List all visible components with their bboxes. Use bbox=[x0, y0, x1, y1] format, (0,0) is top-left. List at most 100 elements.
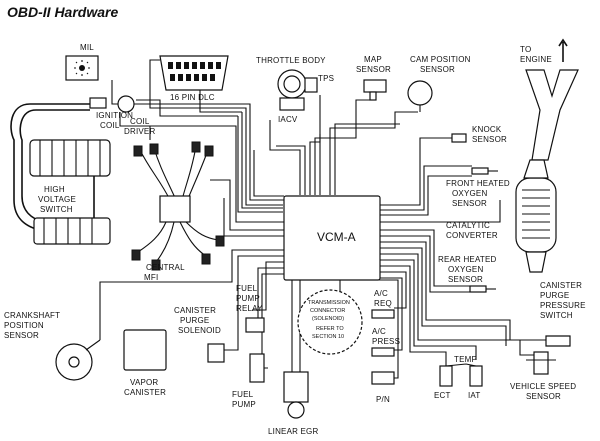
cat-label-1: CATALYTIC bbox=[446, 221, 490, 230]
fuel-pump-label-2: PUMP bbox=[232, 400, 256, 409]
dlc-connector: 16 PIN DLC bbox=[159, 55, 229, 102]
tps-label: TPS bbox=[318, 74, 334, 83]
throttle-body-label: THROTTLE BODY bbox=[256, 56, 326, 65]
pn-switch-icon bbox=[371, 371, 395, 385]
fuel-pump-label-1: FUEL bbox=[232, 390, 254, 399]
ac-pn-components: A/C REQ A/C PRESS P/N bbox=[371, 289, 400, 404]
ect-sensor-icon bbox=[439, 365, 453, 387]
hv-label-2: VOLTAGE bbox=[38, 195, 76, 204]
hv-label-3: SWITCH bbox=[40, 205, 73, 214]
canister-press-label-2: PURGE bbox=[540, 291, 569, 300]
vapor-canister-icon bbox=[123, 329, 167, 371]
temp-label: TEMP bbox=[454, 355, 477, 364]
ac-press-label-2: PRESS bbox=[372, 337, 400, 346]
vcm-box bbox=[283, 195, 381, 281]
vapor-label-2: CANISTER bbox=[124, 388, 166, 397]
vss-label-2: SENSOR bbox=[526, 392, 561, 401]
ignition-coil-label-1: IGNITION bbox=[96, 111, 133, 120]
canister-press-label-4: SWITCH bbox=[540, 311, 573, 320]
vss-label-1: VEHICLE SPEED bbox=[510, 382, 576, 391]
knock-label-1: KNOCK bbox=[472, 125, 502, 134]
map-label-2: SENSOR bbox=[356, 65, 391, 74]
right-side-sensors: KNOCK SENSOR FRONT HEATED OXYGEN SENSOR … bbox=[438, 125, 586, 347]
catalytic-converter-body bbox=[515, 177, 557, 253]
trans-label-4: REFER TO bbox=[316, 326, 344, 332]
ac-req-icon bbox=[371, 309, 395, 319]
coil-driver-icon bbox=[117, 95, 135, 113]
ac-req-label-2: REQ bbox=[374, 299, 392, 308]
exhaust-component: TO ENGINE bbox=[515, 38, 579, 273]
central-mfi-label-1: CENTRAL bbox=[146, 263, 185, 272]
crankshaft-sensor-component: CRANKSHAFT POSITION SENSOR bbox=[4, 311, 101, 381]
throttle-body-component: THROTTLE BODY TPS IACV bbox=[256, 56, 334, 124]
crank-label-3: SENSOR bbox=[4, 331, 39, 340]
central-mfi-label-2: MFI bbox=[144, 273, 158, 282]
iat-sensor-icon bbox=[469, 365, 483, 387]
central-mfi-component: CENTRAL MFI bbox=[131, 141, 225, 282]
trans-label-1: TRANSMISSION bbox=[308, 300, 350, 306]
purge-sol-label-2: PURGE bbox=[180, 316, 209, 325]
dlc-body bbox=[159, 55, 229, 91]
linear-egr-icon bbox=[283, 371, 309, 403]
pump-relay-label-2: PUMP bbox=[236, 294, 260, 303]
rear-o2-label-2: OXYGEN bbox=[448, 265, 483, 274]
map-label-1: MAP bbox=[364, 55, 382, 64]
map-sensor-component: MAP SENSOR bbox=[356, 55, 391, 101]
mil-label: MIL bbox=[80, 43, 94, 52]
cam-sensor-component: CAM POSITION SENSOR bbox=[407, 55, 471, 112]
trans-label-3: (SOLENOID) bbox=[312, 316, 344, 322]
purge-solenoid-icon bbox=[207, 343, 225, 363]
canister-press-label-1: CANISTER bbox=[540, 281, 582, 290]
vcm-label: VCM-A bbox=[317, 230, 356, 244]
knock-label-2: SENSOR bbox=[472, 135, 507, 144]
cat-label-2: CONVERTER bbox=[446, 231, 498, 240]
hv-label-1: HIGH bbox=[44, 185, 65, 194]
canister-press-label-3: PRESSURE bbox=[540, 301, 586, 310]
transmission-connector-component: TRANSMISSION CONNECTOR (SOLENOID) REFER … bbox=[297, 289, 363, 355]
mil-bulb-icon bbox=[79, 65, 85, 71]
ignition-components: IGNITION COIL COIL DRIVER HIGH VOLTAGE S… bbox=[10, 95, 155, 245]
iacv-label: IACV bbox=[278, 115, 298, 124]
arrow-up-icon bbox=[558, 38, 568, 62]
pump-relay-label-3: RELAY bbox=[236, 304, 263, 313]
pump-relay-icon bbox=[245, 317, 265, 333]
coil-driver-label-2: DRIVER bbox=[124, 127, 155, 136]
fuel-pump-icon bbox=[249, 353, 265, 383]
pn-label: P/N bbox=[376, 395, 390, 404]
vss-icon bbox=[533, 351, 549, 375]
cam-label-2: SENSOR bbox=[420, 65, 455, 74]
to-engine-label-2: ENGINE bbox=[520, 55, 552, 64]
trans-label-5: SECTION 10 bbox=[312, 334, 344, 340]
coil-driver-label-1: COIL bbox=[130, 117, 150, 126]
exhaust-pipe bbox=[525, 69, 579, 161]
purge-sol-label-1: CANISTER bbox=[174, 306, 216, 315]
temp-and-speed-sensors: TEMP ECT IAT VEHICLE SPEED SENSOR bbox=[434, 351, 576, 401]
ac-press-icon bbox=[371, 347, 395, 357]
dlc-label: 16 PIN DLC bbox=[170, 93, 215, 102]
purge-sol-label-3: SOLENOID bbox=[178, 326, 221, 335]
front-o2-label-1: FRONT HEATED bbox=[446, 179, 510, 188]
vapor-label-1: VAPOR bbox=[130, 378, 158, 387]
wiring-harness bbox=[99, 59, 546, 380]
front-o2-sensor-icon bbox=[471, 167, 489, 175]
front-o2-label-2: OXYGEN bbox=[452, 189, 487, 198]
ac-press-label-1: A/C bbox=[372, 327, 386, 336]
ac-req-label-1: A/C bbox=[374, 289, 388, 298]
rear-o2-sensor-icon bbox=[469, 285, 487, 293]
transmission-connector-circle bbox=[297, 289, 363, 355]
linear-egr-label: LINEAR EGR bbox=[268, 427, 318, 436]
front-o2-label-3: SENSOR bbox=[452, 199, 487, 208]
pressure-switch-icon bbox=[545, 335, 571, 347]
iat-label: IAT bbox=[468, 391, 480, 400]
vcm-module: VCM-A bbox=[283, 195, 381, 281]
knock-sensor-icon bbox=[451, 133, 467, 143]
rear-o2-label-3: SENSOR bbox=[448, 275, 483, 284]
to-engine-label-1: TO bbox=[520, 45, 531, 54]
mfi-body bbox=[159, 195, 191, 223]
pump-relay-label-1: FUEL bbox=[236, 284, 258, 293]
ignition-coil-label-2: COIL bbox=[100, 121, 120, 130]
trans-label-2: CONNECTOR bbox=[310, 308, 345, 314]
crank-label-2: POSITION bbox=[4, 321, 44, 330]
cam-label-1: CAM POSITION bbox=[410, 55, 471, 64]
